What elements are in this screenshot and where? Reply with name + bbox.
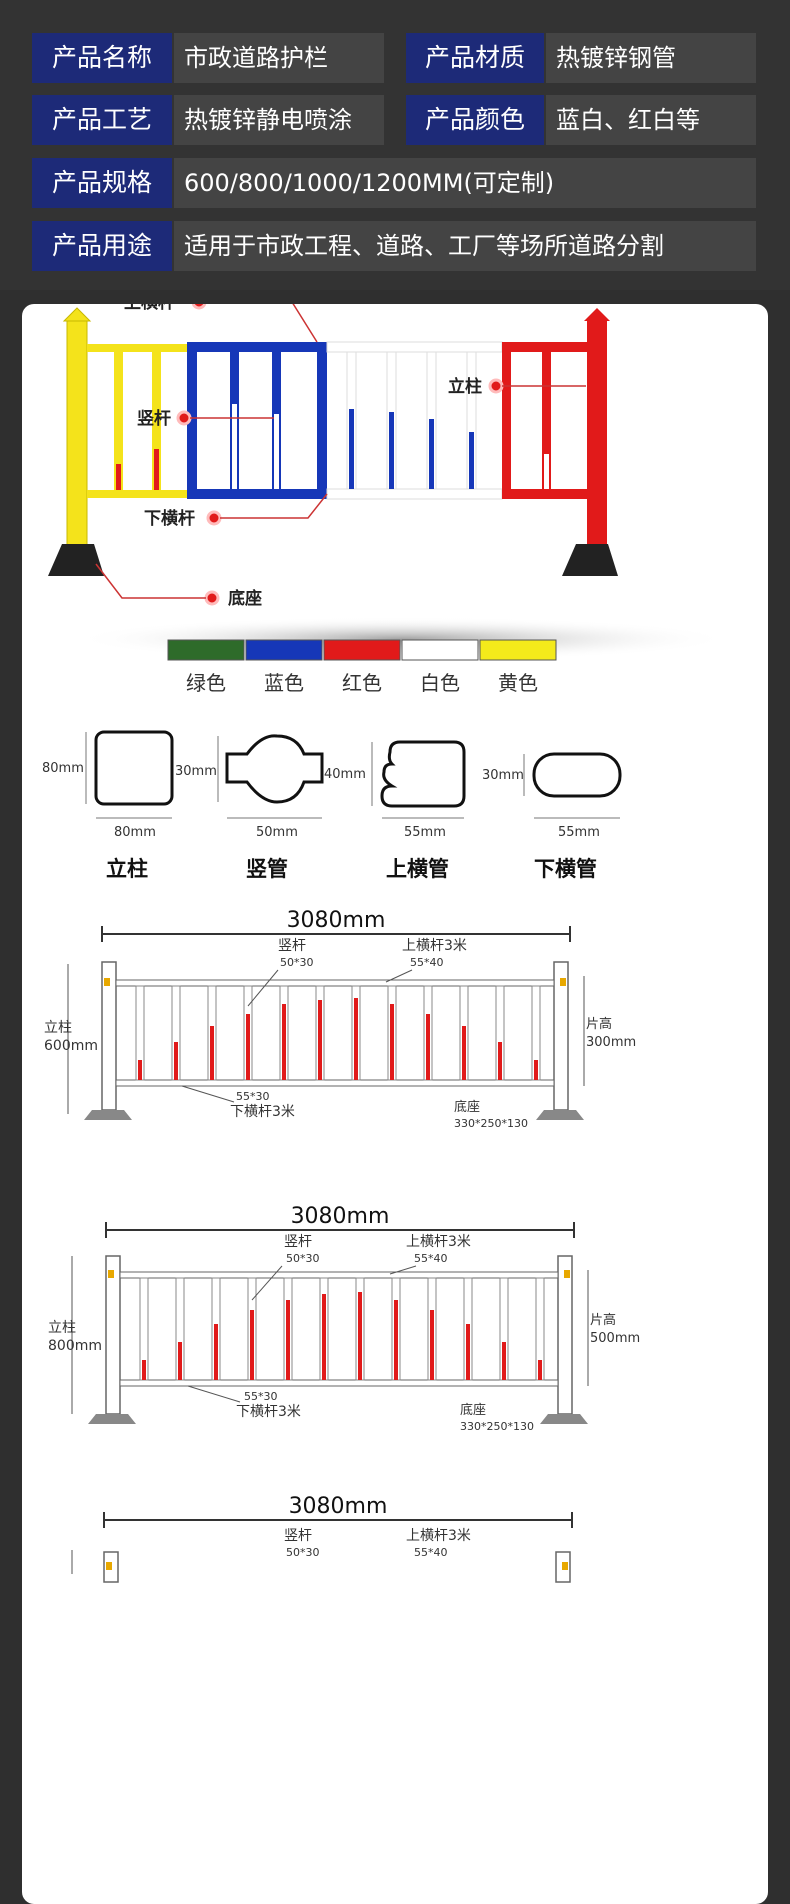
- white-section: [326, 341, 503, 500]
- drawing-800: 3080mm 立柱 800mm 竖杆 50*30 上横杆3米: [48, 1204, 640, 1433]
- svg-text:竖杆: 竖杆: [278, 938, 306, 954]
- svg-text:底座: 底座: [228, 588, 262, 609]
- callout-post: 立柱: [448, 376, 586, 397]
- swatch-label: 白色: [420, 671, 460, 695]
- swatch-label: 蓝色: [264, 671, 304, 695]
- spec-label: 产品名称: [32, 33, 172, 83]
- spec-value: 蓝白、红白等: [546, 95, 756, 145]
- svg-text:55*40: 55*40: [414, 1252, 448, 1265]
- svg-text:片高: 片高: [590, 1312, 616, 1328]
- blue-section: [187, 342, 327, 499]
- svg-text:竖杆: 竖杆: [284, 1234, 312, 1250]
- color-swatches: 绿色 蓝色 红色 白色 黄色: [167, 639, 557, 695]
- spec-label: 产品材质: [406, 33, 544, 83]
- svg-text:55*30: 55*30: [244, 1390, 278, 1403]
- callout-bottom-rail: 下横杆: [144, 493, 328, 529]
- svg-text:竖管: 竖管: [246, 857, 288, 881]
- svg-text:下横杆3米: 下横杆3米: [236, 1404, 301, 1420]
- svg-text:底座: 底座: [454, 1099, 480, 1115]
- spec-label: 产品颜色: [406, 95, 544, 145]
- base-right: [562, 544, 618, 576]
- svg-text:55*40: 55*40: [414, 1546, 448, 1559]
- svg-text:55*40: 55*40: [410, 956, 444, 969]
- svg-text:3080mm: 3080mm: [287, 908, 386, 933]
- yellow-section: [62, 307, 187, 556]
- svg-text:3080mm: 3080mm: [291, 1204, 390, 1229]
- svg-text:330*250*130: 330*250*130: [460, 1420, 534, 1433]
- swatch-yellow: [479, 639, 557, 661]
- svg-text:上横杆3米: 上横杆3米: [406, 1528, 471, 1544]
- svg-text:上横杆3米: 上横杆3米: [406, 1234, 471, 1250]
- base-left: [48, 544, 104, 576]
- callout-top-rail: 上横杆: [124, 304, 318, 343]
- svg-text:竖杆: 竖杆: [284, 1528, 312, 1544]
- profile-sections: 80mm 80mm 立柱 30mm 50mm 竖管 40mm 55mm 上横管: [42, 730, 622, 881]
- svg-text:330*250*130: 330*250*130: [454, 1117, 528, 1130]
- swatch-label: 黄色: [498, 671, 538, 695]
- drawing-bars: [135, 985, 541, 1081]
- spec-label: 产品用途: [32, 221, 172, 271]
- profile-vertical-tube: 30mm 50mm 竖管: [175, 734, 324, 881]
- profile-bottom-rail: 30mm 55mm 下横管: [482, 752, 622, 881]
- fence-illustration: 上横杆 竖杆 下横杆 立柱 底座: [48, 304, 732, 661]
- swatch-white: [401, 639, 479, 661]
- svg-text:50*30: 50*30: [286, 1546, 320, 1559]
- swatch-green: [167, 639, 245, 661]
- spec-value: 热镀锌静电喷涂: [174, 95, 384, 145]
- svg-text:55mm: 55mm: [558, 825, 600, 840]
- spec-value: 市政道路护栏: [174, 33, 384, 83]
- svg-text:立柱: 立柱: [48, 1320, 76, 1336]
- svg-text:30mm: 30mm: [482, 768, 524, 783]
- svg-text:下横管: 下横管: [534, 857, 597, 881]
- svg-text:80mm: 80mm: [42, 761, 84, 776]
- spec-label: 产品工艺: [32, 95, 172, 145]
- callout-vertical-bar: 竖杆: [137, 409, 274, 429]
- spec-table: 产品名称 市政道路护栏 产品材质 热镀锌钢管 产品工艺 热镀锌静电喷涂 产品颜色…: [0, 0, 790, 290]
- svg-text:立柱: 立柱: [44, 1020, 72, 1036]
- callout-base: 底座: [95, 563, 262, 609]
- svg-text:55mm: 55mm: [404, 825, 446, 840]
- svg-text:3080mm: 3080mm: [289, 1494, 388, 1519]
- svg-text:上横管: 上横管: [386, 857, 449, 881]
- svg-text:800mm: 800mm: [48, 1338, 102, 1354]
- svg-text:30mm: 30mm: [175, 764, 217, 779]
- svg-text:立柱: 立柱: [448, 376, 482, 397]
- svg-text:600mm: 600mm: [44, 1038, 98, 1054]
- svg-text:50*30: 50*30: [280, 956, 314, 969]
- svg-text:40mm: 40mm: [324, 767, 366, 782]
- drawing-partial: 3080mm 竖杆 50*30 上横杆3米 55*40: [71, 1494, 573, 1583]
- svg-text:片高: 片高: [586, 1016, 612, 1032]
- svg-text:50mm: 50mm: [256, 825, 298, 840]
- svg-text:竖杆: 竖杆: [137, 409, 171, 429]
- svg-text:下横杆: 下横杆: [144, 508, 195, 529]
- spec-value: 热镀锌钢管: [546, 33, 756, 83]
- svg-text:上横杆: 上横杆: [124, 304, 175, 313]
- profile-post: 80mm 80mm 立柱: [42, 730, 174, 881]
- spec-label: 产品规格: [32, 158, 172, 208]
- svg-text:80mm: 80mm: [114, 825, 156, 840]
- svg-text:500mm: 500mm: [590, 1331, 640, 1346]
- svg-text:50*30: 50*30: [286, 1252, 320, 1265]
- swatch-label: 红色: [342, 671, 382, 695]
- svg-text:立柱: 立柱: [106, 857, 148, 881]
- svg-text:300mm: 300mm: [586, 1035, 636, 1050]
- red-section: [502, 308, 610, 555]
- svg-text:底座: 底座: [460, 1402, 486, 1418]
- drawing-600: 3080mm 立柱 600mm 竖杆 50*30 上横杆3米: [44, 908, 636, 1130]
- svg-text:下横杆3米: 下横杆3米: [230, 1104, 295, 1120]
- swatch-red: [323, 639, 401, 661]
- drawing-bars: [139, 1277, 545, 1381]
- svg-text:上横杆3米: 上横杆3米: [402, 938, 467, 954]
- profile-top-rail: 40mm 55mm 上横管: [324, 740, 466, 881]
- svg-text:55*30: 55*30: [236, 1090, 270, 1103]
- swatch-label: 绿色: [186, 671, 226, 695]
- product-panel: 上横杆 竖杆 下横杆 立柱 底座 绿色: [22, 304, 768, 1904]
- spec-value: 适用于市政工程、道路、工厂等场所道路分割: [174, 221, 756, 271]
- swatch-blue: [245, 639, 323, 661]
- spec-value: 600/800/1000/1200MM(可定制): [174, 158, 756, 208]
- panel-canvas: 上横杆 竖杆 下横杆 立柱 底座 绿色: [42, 304, 732, 1583]
